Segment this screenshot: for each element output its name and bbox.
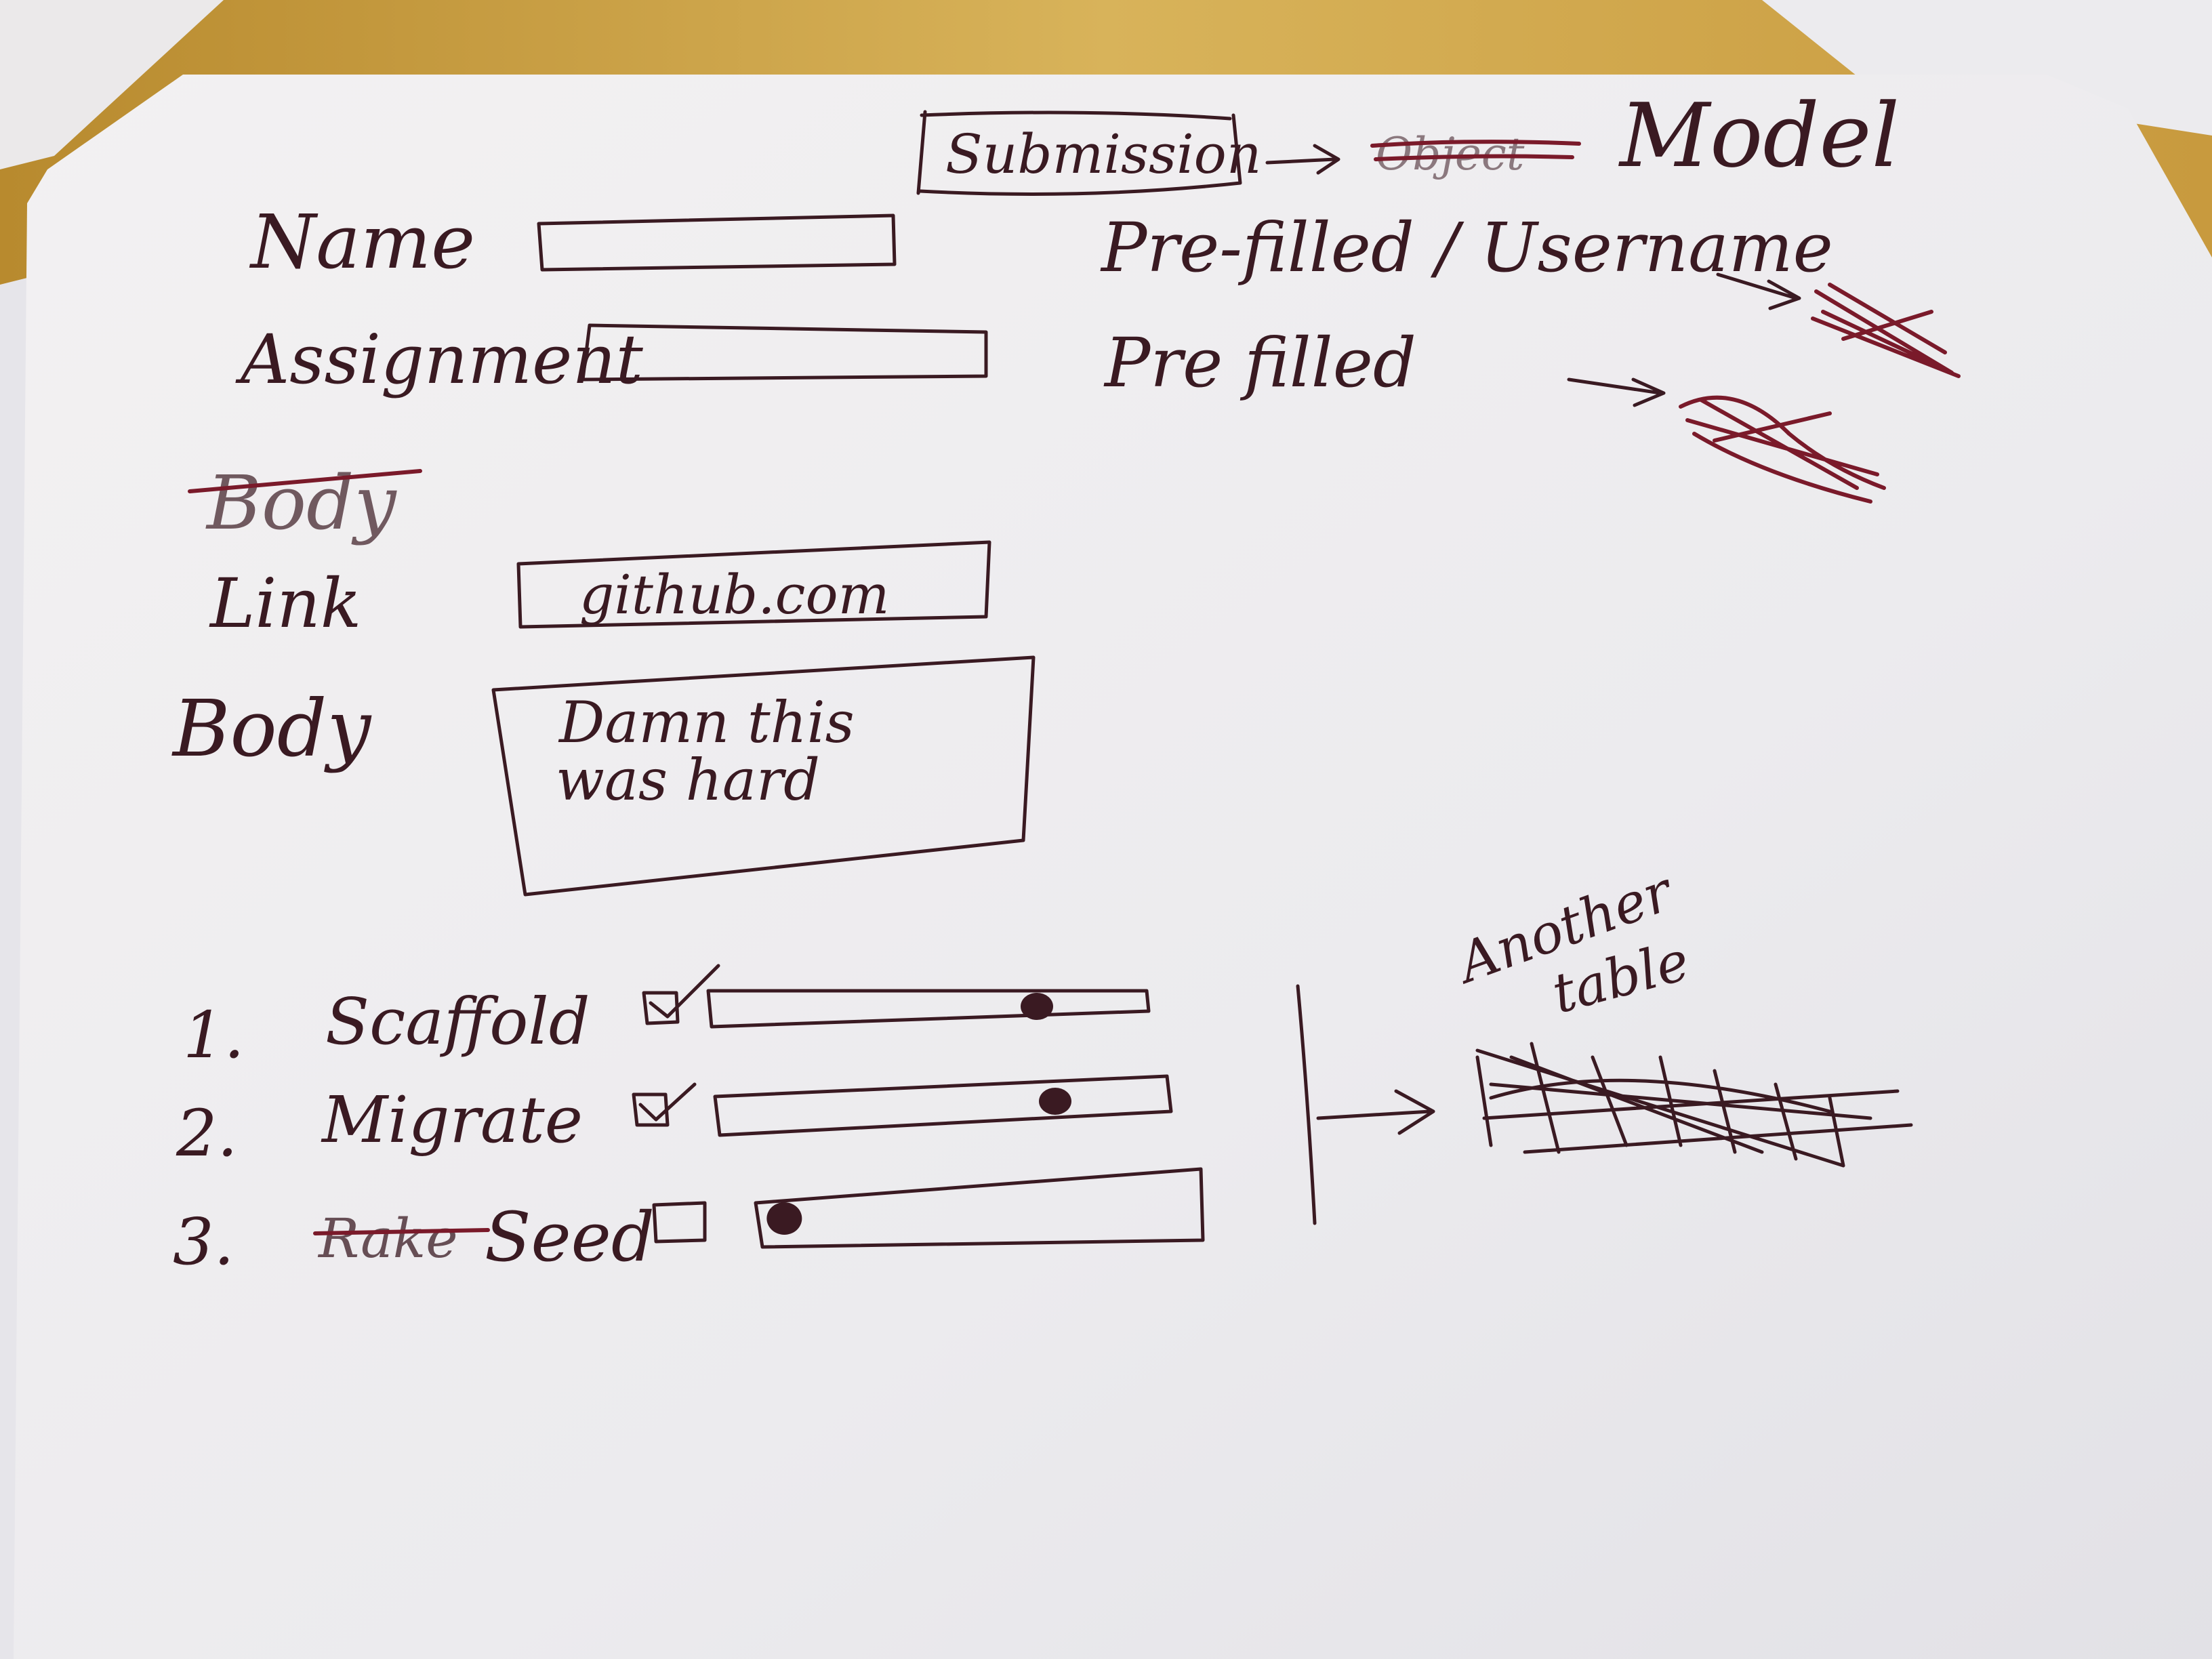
step-1-progress-track [706,989,1151,1029]
assignment-note-arrow-icon [1567,377,1666,407]
name-scribble [1811,283,1961,378]
step-2-checkbox [632,1092,670,1127]
assignment-label: Assignment [235,320,644,399]
body-value-line2: was hard [556,747,820,813]
body-value-line1: Damn this [558,689,855,756]
body-label: Body [171,684,372,775]
step-2-check-icon [638,1082,697,1122]
body-strikethrough [188,469,422,493]
link-value: github.com [579,563,889,626]
back-sheet-topleft [0,0,224,169]
another-table-scribble [1475,1042,1913,1168]
struck-body-label: Body [205,459,397,546]
step-2-progress-knob [1039,1088,1071,1115]
step-3-label: Seed [485,1197,655,1277]
step-3-progress-knob [766,1202,802,1235]
step-1-label: Scaffold [325,985,590,1059]
paper-sheet [14,75,2212,1659]
step-2-progress-track [713,1074,1173,1137]
body-textarea-box [491,655,1036,897]
name-note-arrow-icon [1716,272,1801,310]
model-label: Model [1618,84,1900,187]
step-1-progress-knob [1021,993,1053,1020]
header-arrow-icon [1265,144,1340,175]
step-1-check-icon [649,964,720,1019]
step-2-label: Migrate [321,1083,583,1158]
assignment-note: Pre filled [1103,323,1416,403]
bracket-arrow-icon [1316,1089,1435,1135]
submission-label: Submission [945,123,1261,186]
step-1-number: 1. [183,998,245,1073]
steps-bracket [1296,984,1317,1225]
step-3-strikethrough [313,1228,490,1235]
step-1-checkbox [642,991,680,1025]
object-strikethrough [1370,140,1581,161]
step-3-progress-track [754,1167,1205,1249]
name-label: Name [249,199,475,285]
step-3-checkbox [652,1201,707,1244]
link-input-box [516,540,991,629]
assignment-input-box [581,323,988,382]
assignment-scribble [1679,395,1886,504]
submission-box [916,110,1242,196]
step-3-struck-prefix: Rake [317,1207,458,1270]
name-note: Pre-filled / Username [1100,208,1833,287]
link-label: Link [209,564,361,643]
step-3-number: 3. [173,1205,234,1279]
struck-object-label: Object [1376,128,1525,180]
name-input-box [537,213,897,272]
step-2-number: 2. [176,1097,238,1171]
steps-list: 1. Scaffold 2. Migrate 3. Rake Seed [173,964,1205,1279]
